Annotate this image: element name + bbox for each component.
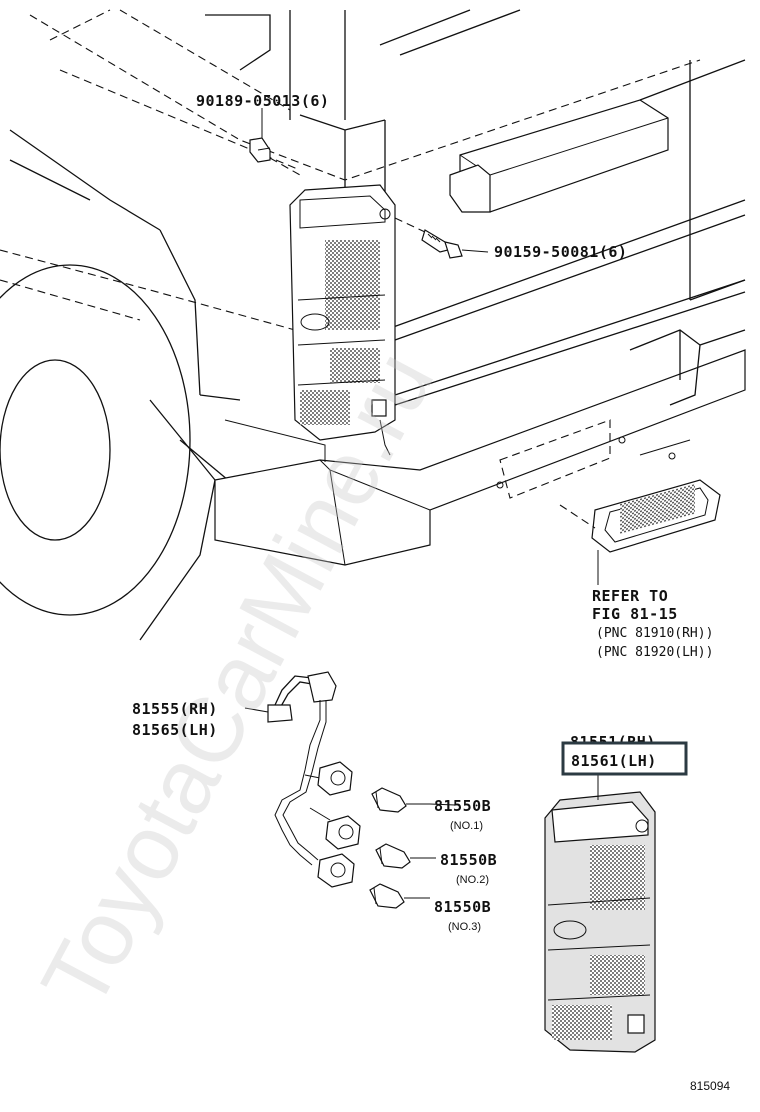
leader-lines [244, 707, 456, 806]
bulbs [369, 787, 436, 909]
label-refer-pnc-rh: (PNC 81910(RH)) [596, 626, 713, 641]
label-refer-line2: FIG 81-15 [592, 605, 678, 623]
bulb-no1-icon [371, 787, 430, 813]
label-bulb3-no: (NO.3) [448, 921, 481, 933]
label-refer-line1: REFER TO [592, 587, 668, 605]
screw-part [394, 217, 489, 259]
highlight-box[interactable] [561, 741, 688, 776]
label-lamp-lh[interactable]: 81561(LH) [571, 752, 657, 770]
label-bulb2-no: (NO.2) [456, 874, 489, 886]
label-bulb2-part: 81550B [440, 851, 497, 869]
label-socket-rh: 81555(RH) [132, 700, 218, 718]
clip-part [249, 108, 301, 176]
detached-tail-lamp [544, 775, 656, 1053]
label-clip: 90189-05013(6) [196, 92, 329, 110]
license-lamp [559, 479, 721, 585]
label-bulb1-part: 81550B [434, 797, 491, 815]
label-socket-lh: 81565(LH) [132, 721, 218, 739]
vehicle-body [0, 9, 746, 641]
label-refer-pnc-lh: (PNC 81920(LH)) [596, 645, 713, 660]
watermark-text: ToyotaCarMine.ru [23, 335, 454, 1024]
installed-tail-lamp [289, 184, 396, 456]
label-bulb1-no: (NO.1) [450, 820, 483, 832]
figure-code: 815094 [690, 1079, 730, 1093]
bulb-no2-icon [375, 843, 436, 869]
bulb-no3-icon [369, 883, 430, 909]
label-screw: 90159-50081(6) [494, 243, 627, 261]
socket-harness [267, 671, 361, 888]
label-bulb3-part: 81550B [434, 898, 491, 916]
